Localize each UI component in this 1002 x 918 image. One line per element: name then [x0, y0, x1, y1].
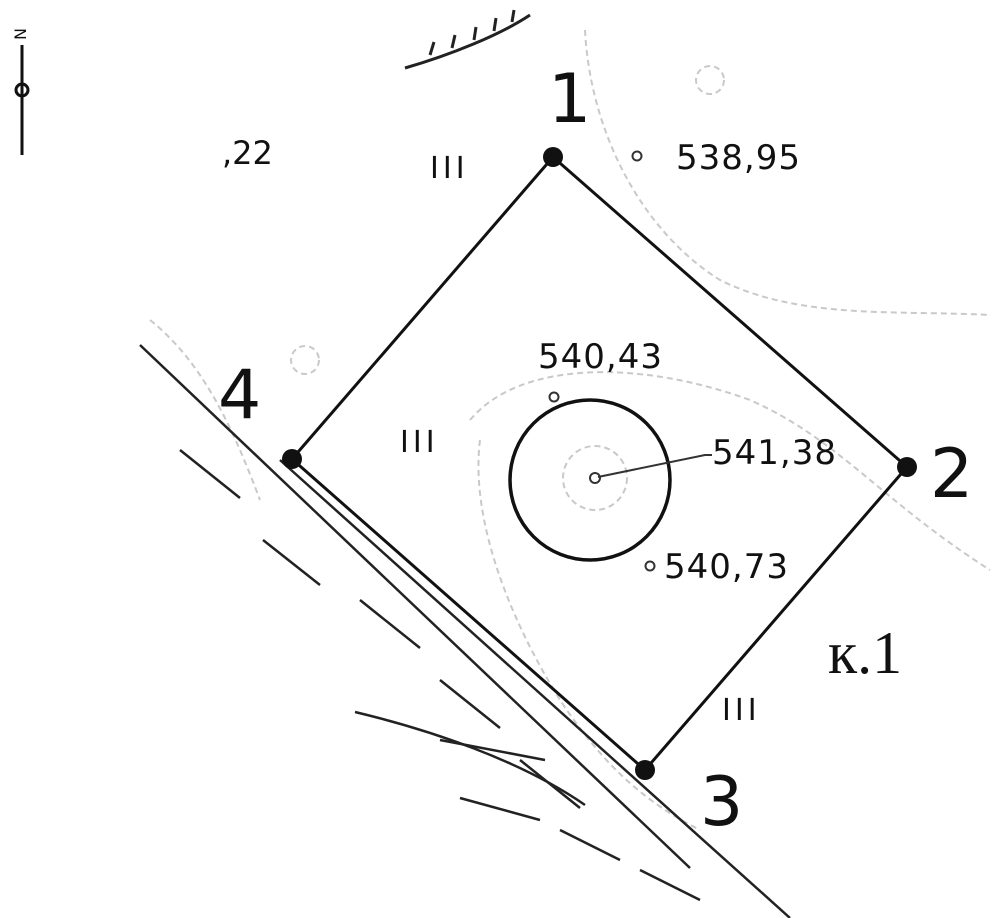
contour-lines	[149, 29, 991, 831]
elevation-partial: ,22	[222, 134, 273, 172]
road-dashes	[179, 449, 701, 902]
vertex-label-1: 1	[548, 60, 591, 139]
contour-line-right	[469, 371, 991, 571]
contour-ring-small	[695, 65, 725, 95]
road-edge-lower	[279, 459, 791, 918]
mound-circle	[508, 398, 672, 562]
road-lines	[139, 344, 791, 918]
category-mark-center: III	[400, 425, 439, 460]
road-edge-upper	[139, 344, 691, 869]
vertex-point-3	[635, 760, 655, 780]
elevation-541-38: 541,38	[712, 433, 837, 473]
contour-ring-left	[290, 345, 320, 375]
elevation-540-43: 540,43	[538, 337, 663, 377]
vertex-label-4: 4	[218, 356, 261, 435]
spot-marker-538	[631, 150, 643, 162]
slope-hatch	[404, 9, 531, 70]
contour-line-left	[477, 439, 701, 831]
vertex-point-1	[543, 147, 563, 167]
vertex-label-2: 2	[930, 435, 973, 514]
category-mark-bottom: III	[722, 693, 761, 728]
mound-center-point	[589, 472, 601, 484]
vertex-point-2	[897, 457, 917, 477]
bank-curve	[354, 710, 586, 807]
north-arrow-letter: N	[11, 28, 30, 40]
category-mark-top: III	[430, 151, 469, 186]
elevation-540-73: 540,73	[664, 547, 789, 587]
vertex-label-3: 3	[700, 763, 743, 842]
contour-line-far-left	[149, 319, 261, 501]
spot-marker-540-73	[644, 560, 656, 572]
spot-marker-540-43	[548, 391, 560, 403]
spot-markers	[548, 150, 656, 572]
contour-line-top-right	[584, 29, 991, 316]
vertex-points	[282, 147, 917, 780]
north-arrow: N	[11, 28, 30, 155]
contour-ring-inner	[562, 445, 628, 511]
north-arrow-circle	[14, 82, 30, 98]
elevation-leader	[597, 454, 712, 478]
elevation-538-95: 538,95	[676, 138, 801, 178]
map-label: к.1	[828, 620, 902, 686]
vertex-point-4	[282, 449, 302, 469]
